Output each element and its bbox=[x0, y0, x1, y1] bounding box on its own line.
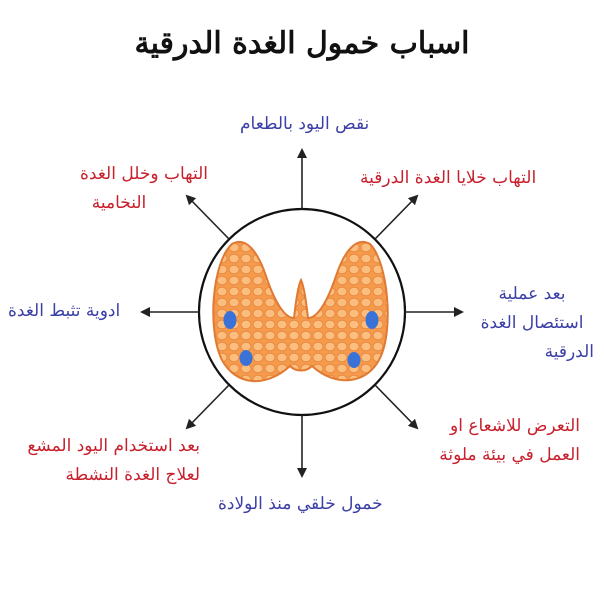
cause-top-left-line-1: التهاب وخلل الغدة bbox=[79, 164, 208, 184]
page-title: اسباب خمول الغدة الدرقية bbox=[134, 26, 470, 61]
cause-bottom-left-label: بعد استخدام اليود المشع لعلاج الغدة النش… bbox=[12, 432, 200, 490]
nodule-left-upper bbox=[223, 311, 237, 329]
arrow-bottom-right bbox=[374, 384, 419, 430]
arrow-top-left bbox=[185, 194, 230, 240]
cause-right-label: بعد عملية استئصال الغدة الدرقية bbox=[470, 280, 594, 367]
cause-right-line-1: بعد عملية bbox=[498, 284, 566, 304]
arrow-bottom-left bbox=[185, 384, 230, 430]
cause-bottom-right-label: التعرض للاشعاع او العمل في بيئة ملوثة bbox=[410, 412, 580, 470]
cause-right-line-3: الدرقية bbox=[544, 342, 594, 362]
cause-bottom-left-line-2: لعلاج الغدة النشطة bbox=[65, 465, 201, 485]
cause-top-left-line-2: النخامية bbox=[91, 193, 147, 213]
cause-top-label: نقص اليود بالطعام bbox=[240, 114, 370, 134]
arrow-top-right bbox=[374, 194, 419, 240]
cause-right-line-2: استئصال الغدة bbox=[480, 313, 584, 333]
thyroid-gland-illustration bbox=[212, 241, 389, 382]
cause-bottom-label: خمول خلقي منذ الولادة bbox=[218, 494, 383, 514]
nodule-right-upper bbox=[365, 311, 379, 329]
cause-bottom-right-line-1: التعرض للاشعاع او bbox=[450, 416, 580, 436]
nodule-right-lower bbox=[347, 352, 361, 368]
nodule-left-lower bbox=[239, 350, 253, 366]
cause-left-label: ادوية تثبط الغدة bbox=[8, 301, 121, 321]
cause-bottom-right-line-2: العمل في بيئة ملوثة bbox=[439, 445, 580, 465]
cause-top-left-label: التهاب وخلل الغدة النخامية bbox=[30, 160, 208, 218]
cause-bottom-left-line-1: بعد استخدام اليود المشع bbox=[27, 436, 200, 456]
cause-top-right-label: التهاب خلايا الغدة الدرقية bbox=[360, 168, 537, 188]
